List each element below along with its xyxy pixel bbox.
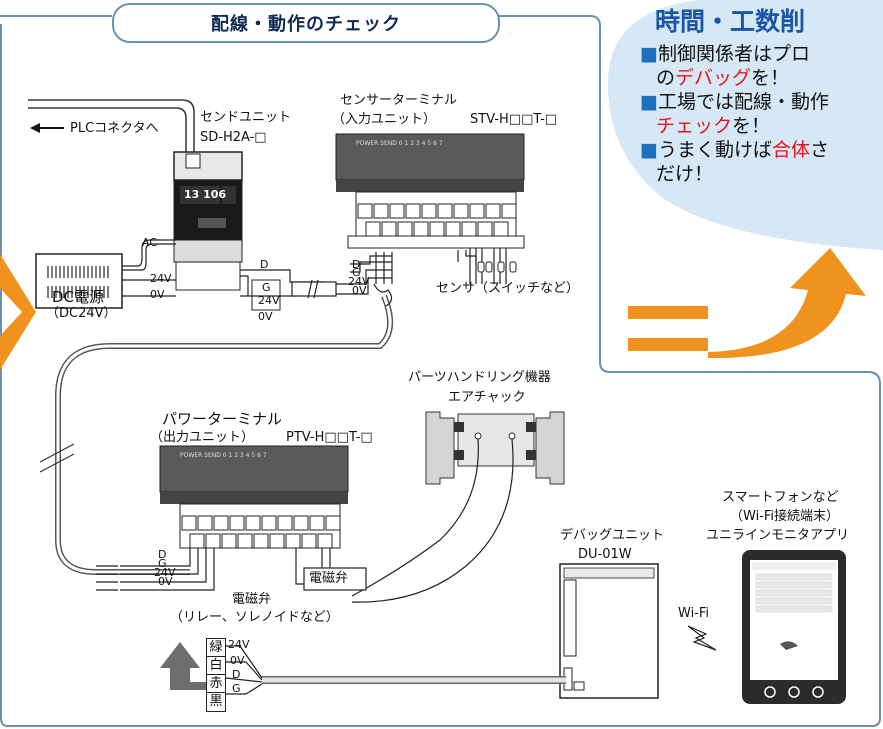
wire-g-label-2: G: [352, 266, 361, 279]
main-loop-cable: [28, 107, 187, 156]
wire-d-label-2: D: [352, 258, 361, 271]
send-unit-display: 13 106: [184, 188, 227, 201]
bubble-line: チェックを！: [656, 114, 770, 138]
bubble-text-part: うまく動けば: [657, 139, 772, 161]
solenoid-sublabel: （リレー、ソレノイドなど）: [170, 610, 339, 625]
bubble-text-part: だけ！: [656, 163, 714, 185]
bubble-text-part: さ: [809, 139, 829, 161]
bubble-text-part: 制御関係者はプロ: [657, 43, 810, 65]
bubble-text-part: を！: [732, 115, 771, 137]
curved-arrow-icon: [708, 248, 866, 359]
bubble-line: ■工場では配線・動作: [640, 90, 829, 114]
solenoid-valve-box: [303, 567, 367, 591]
power-terminal-sublabel: （出力ユニット）: [150, 430, 255, 445]
bubble-line: ■制御関係者はプロ: [640, 42, 810, 66]
air-chuck: [425, 411, 565, 485]
bullet-square-icon: ■: [640, 43, 658, 65]
bubble-text-part: 工場では配線・動作: [657, 91, 829, 113]
wire-d-label-3: D: [158, 548, 167, 561]
bubble-text-part: を！: [751, 67, 790, 89]
wifi-label: Wi-Fi: [678, 606, 710, 621]
bubble-text-part: の: [656, 67, 676, 89]
bubble-line: のデバッグを！: [656, 66, 789, 90]
smartphone-label-3: ユニラインモニタアプリ: [706, 528, 850, 543]
wire-signal-g: G: [232, 682, 241, 695]
grey-arrow-icon: [160, 642, 210, 690]
wire-signal-d: D: [232, 668, 241, 681]
wire-signal-24v: 24V: [228, 638, 250, 651]
speech-bubble: [607, 0, 883, 250]
power-terminal-label: パワーターミナル: [162, 410, 283, 428]
power-terminal-header: POWER SEND 0 1 2 3 4 5 6 7: [180, 452, 267, 459]
smartphone-label-1: スマートフォンなど: [722, 490, 839, 505]
sensor-terminal-model: STV-H□□T-□: [470, 112, 558, 127]
highlight-text: 合体: [771, 139, 810, 161]
solenoid-box-label: 電磁弁: [309, 571, 349, 586]
wire-signal-0v: 0V: [230, 654, 245, 667]
debug-unit: [559, 563, 659, 699]
wire-color-green: 緑: [206, 638, 226, 658]
solenoid-label: 電磁弁: [232, 592, 272, 607]
air-chuck-label: エアチャック: [448, 390, 526, 405]
wire-g-label: G: [262, 281, 271, 294]
smartphone: [742, 550, 846, 704]
sensor-switch-icons: [477, 261, 517, 273]
wire-0v-label-4: 0V: [158, 575, 173, 588]
dc-power-label: DC電源: [52, 288, 105, 306]
equals-icon-bottom: [628, 338, 708, 351]
wire-24v-label-3: 24V: [348, 275, 370, 288]
wifi-signal-icon: [687, 625, 717, 651]
power-terminal-model: PTV-H□□T-□: [286, 430, 373, 445]
send-unit-label: センドユニット: [200, 110, 292, 125]
debug-unit-label: デバッグユニット: [560, 528, 665, 543]
plc-connector-label: PLCコネクタへ: [70, 121, 159, 136]
dc-power-sublabel: （DC24V）: [46, 306, 117, 321]
diagram-frame: [0, 15, 881, 727]
wire-d-label: D: [260, 258, 269, 271]
wire-color-white: 白: [206, 656, 226, 676]
bullet-square-icon: ■: [640, 91, 658, 113]
highlight-text: チェック: [656, 115, 733, 137]
bubble-title: 時間・工数削: [655, 7, 806, 36]
debug-unit-model: DU-01W: [578, 547, 632, 562]
sensor-terminal: [335, 133, 525, 249]
power-terminal: [159, 445, 349, 549]
ac-label: AC: [142, 236, 158, 249]
left-arrow-icon: [0, 254, 36, 370]
smartphone-label-2: （Wi-Fi接続端末）: [730, 509, 840, 524]
send-unit-model: SD-H2A-□: [200, 130, 267, 145]
bullet-square-icon: ■: [640, 139, 658, 161]
equals-icon-top: [628, 306, 708, 319]
wire-0v-label: 0V: [150, 288, 165, 301]
diagram-title: 配線・動作のチェック: [112, 3, 500, 43]
wire-24v-label: 24V: [150, 272, 172, 285]
wire-color-red: 赤: [206, 674, 226, 694]
wire-24v-label-2: 24V: [258, 294, 280, 307]
highlight-text: デバッグ: [675, 67, 752, 89]
wire-24v-label-4: 24V: [154, 566, 176, 579]
wire-color-black: 黒: [206, 692, 226, 712]
plc-arrow-icon: [30, 123, 40, 133]
bubble-line: だけ！: [656, 162, 713, 186]
wire-0v-label-3: 0V: [352, 284, 367, 297]
dc-power-supply: [35, 253, 123, 309]
sensor-terminal-label: センサーターミナル: [340, 93, 458, 108]
sensor-terminal-sublabel: （入力ユニット）: [332, 112, 437, 127]
wire-g-label-3: G: [158, 557, 167, 570]
bubble-line: ■うまく動けば合体さ: [640, 138, 829, 162]
wire-0v-label-2: 0V: [258, 310, 273, 323]
parts-handling-label: パーツハンドリング機器: [408, 370, 551, 385]
send-unit: [173, 151, 243, 291]
sensor-label: センサ（スイッチなど）: [436, 281, 580, 296]
sensor-terminal-header: POWER SEND 0 1 2 3 4 5 6 7: [356, 140, 443, 147]
